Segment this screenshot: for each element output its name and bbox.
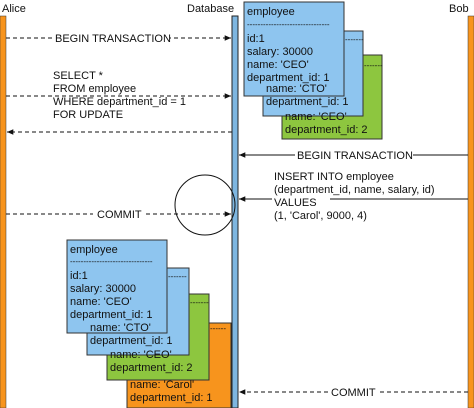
top-card-row2-line1: name: 'CTO' — [266, 83, 327, 95]
insert-label-bg — [272, 197, 330, 209]
bottom-card-dash-b: ------- — [190, 298, 209, 307]
bottom-card-row2-line2: department_id: 1 — [90, 335, 173, 347]
select-line4: FOR UPDATE — [53, 109, 123, 121]
alice-begin-label-bg — [52, 31, 170, 45]
bottom-card-separator: ------------------------------- — [70, 257, 153, 266]
bottom-card-row4-line1: name: 'Carol' — [130, 379, 194, 391]
top-card-row1-line4: department_id: 1 — [247, 72, 330, 84]
alice-lifeline — [0, 15, 7, 408]
top-card-row3-line1: name: 'CEO' — [285, 111, 347, 123]
bottom-card-dash-a: ------- — [168, 272, 187, 281]
bob-begin-label-bg — [295, 148, 413, 162]
insert-line3: VALUES — [274, 197, 317, 209]
bob-commit-label: COMMIT — [331, 387, 376, 399]
table-stack-bottom: employee -------------------------------… — [66, 239, 232, 408]
select-line3: WHERE department_id = 1 — [53, 96, 186, 108]
top-card-dash-b: ------- — [364, 61, 383, 70]
bottom-card-row1-line1: id:1 — [70, 270, 88, 282]
bottom-card-row1 — [66, 239, 168, 334]
insert-line2: (department_id, name, salary, id) — [274, 184, 435, 196]
insert-line1: INSERT INTO employee — [274, 171, 394, 183]
top-card-row1 — [243, 1, 345, 97]
alice-commit-label-bg — [93, 207, 145, 221]
alice-label: Alice — [2, 3, 26, 15]
bottom-card-row1-line4: department_id: 1 — [70, 309, 153, 321]
select-line1: SELECT * — [53, 70, 104, 82]
alice-commit-label: COMMIT — [97, 209, 142, 221]
top-card-dash-a: ------- — [345, 35, 364, 44]
bottom-card-header: employee — [70, 244, 118, 256]
bottom-card-row1-line3: name: 'CEO' — [70, 296, 132, 308]
top-card-row1-line2: salary: 30000 — [247, 46, 313, 58]
top-card-row3-line2: department_id: 2 — [285, 124, 368, 136]
insert-line4: (1, 'Carol', 9000, 4) — [274, 210, 367, 222]
bottom-card-row3-line1: name: 'CEO' — [110, 349, 172, 361]
database-lifeline — [231, 15, 239, 408]
bob-lifeline — [467, 15, 474, 408]
bottom-card-row2-line1: name: 'CTO' — [90, 322, 151, 334]
database-label: Database — [187, 3, 234, 15]
bob-label: Bob — [449, 3, 469, 15]
bottom-card-row4-line2: department_id: 1 — [130, 392, 213, 404]
select-line2: FROM employee — [53, 83, 136, 95]
top-card-separator: ------------------------------- — [247, 20, 330, 29]
top-card-header: employee — [247, 6, 295, 18]
bottom-card-dash-c: ------ — [210, 324, 226, 333]
bottom-card-row1-line2: salary: 30000 — [70, 283, 136, 295]
bob-commit-label-bg — [328, 385, 380, 399]
table-stack-top: employee -------------------------------… — [243, 1, 383, 140]
alice-begin-label: BEGIN TRANSACTION — [55, 33, 171, 45]
bob-begin-label: BEGIN TRANSACTION — [297, 150, 413, 162]
top-card-row1-line1: id:1 — [247, 33, 265, 45]
lock-circle — [174, 174, 236, 236]
bottom-card-row3-line2: department_id: 2 — [110, 362, 193, 374]
top-card-row2-line2: department_id: 1 — [266, 96, 349, 108]
top-card-row1-line3: name: 'CEO' — [247, 59, 309, 71]
